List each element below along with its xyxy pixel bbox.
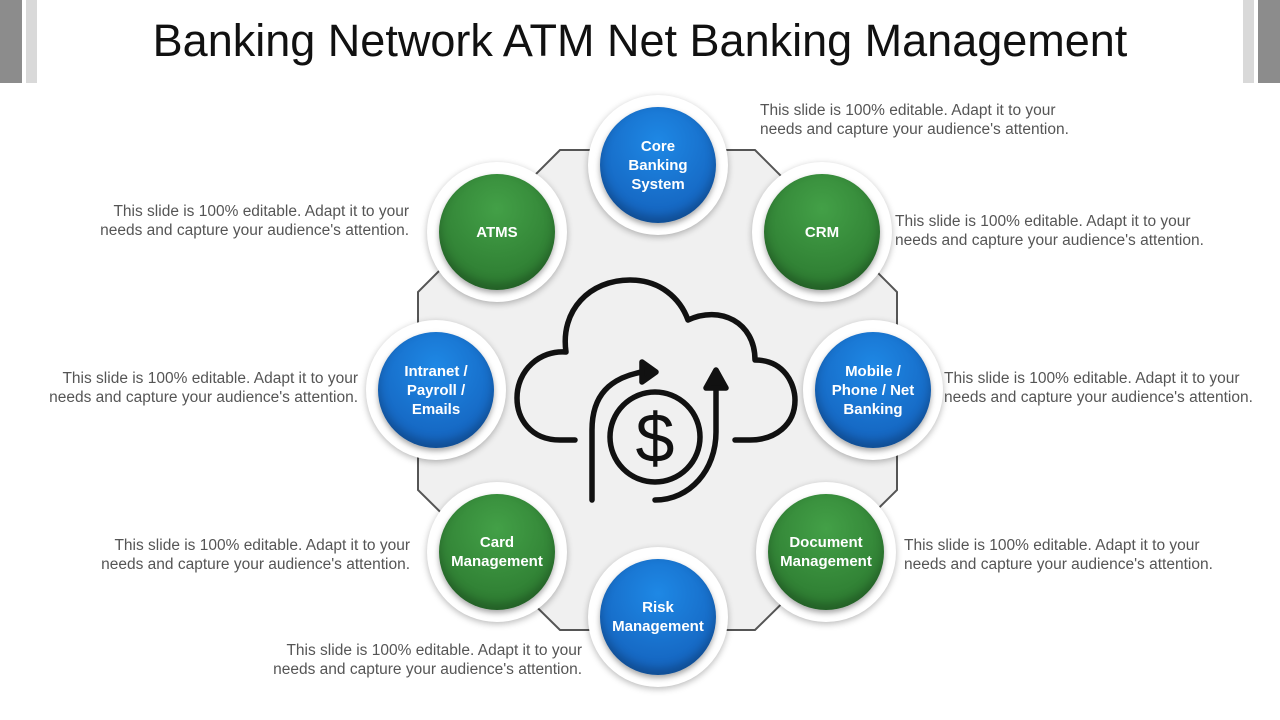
node-risk-management: Risk Management [600,559,716,675]
node-card-management: Card Management [439,494,555,610]
description-atms: This slide is 100% editable. Adapt it to… [100,203,409,239]
left-accent-bar [0,0,22,83]
description-core-banking-system: This slide is 100% editable. Adapt it to… [760,102,1069,138]
node-document-management: Document Management [768,494,884,610]
description-risk-management: This slide is 100% editable. Adapt it to… [273,642,582,678]
node-label: Mobile / Phone / Net Banking [831,362,915,418]
node-label: CRM [804,223,840,241]
description-mobile-phone-net-banking: This slide is 100% editable. Adapt it to… [944,370,1253,406]
node-label: Document Management [780,534,872,570]
description-crm: This slide is 100% editable. Adapt it to… [895,213,1204,249]
node-label: Intranet / Payroll / Emails [404,362,468,418]
right-accent-bar-light [1243,0,1254,83]
description-card-management: This slide is 100% editable. Adapt it to… [101,537,410,573]
description-document-management: This slide is 100% editable. Adapt it to… [904,537,1213,573]
node-crm: CRM [764,174,880,290]
node-label: Core Banking System [628,137,688,193]
right-accent-bar [1258,0,1280,83]
node-core-banking-system: Core Banking System [600,107,716,223]
node-label: Card Management [451,534,543,570]
node-label: Risk Management [612,599,704,635]
svg-text:$: $ [636,399,675,477]
node-intranet-payroll-emails: Intranet / Payroll / Emails [378,332,494,448]
node-atms: ATMS [439,174,555,290]
slide-header: Banking Network ATM Net Banking Manageme… [0,0,1280,83]
description-intranet-payroll-emails: This slide is 100% editable. Adapt it to… [49,370,358,406]
slide-title: Banking Network ATM Net Banking Manageme… [152,15,1128,66]
node-label: ATMS [476,223,518,241]
cloud-dollar-cycle-icon: $ [514,277,798,503]
left-accent-bar-light [26,0,37,83]
node-mobile-phone-net-banking: Mobile / Phone / Net Banking [815,332,931,448]
